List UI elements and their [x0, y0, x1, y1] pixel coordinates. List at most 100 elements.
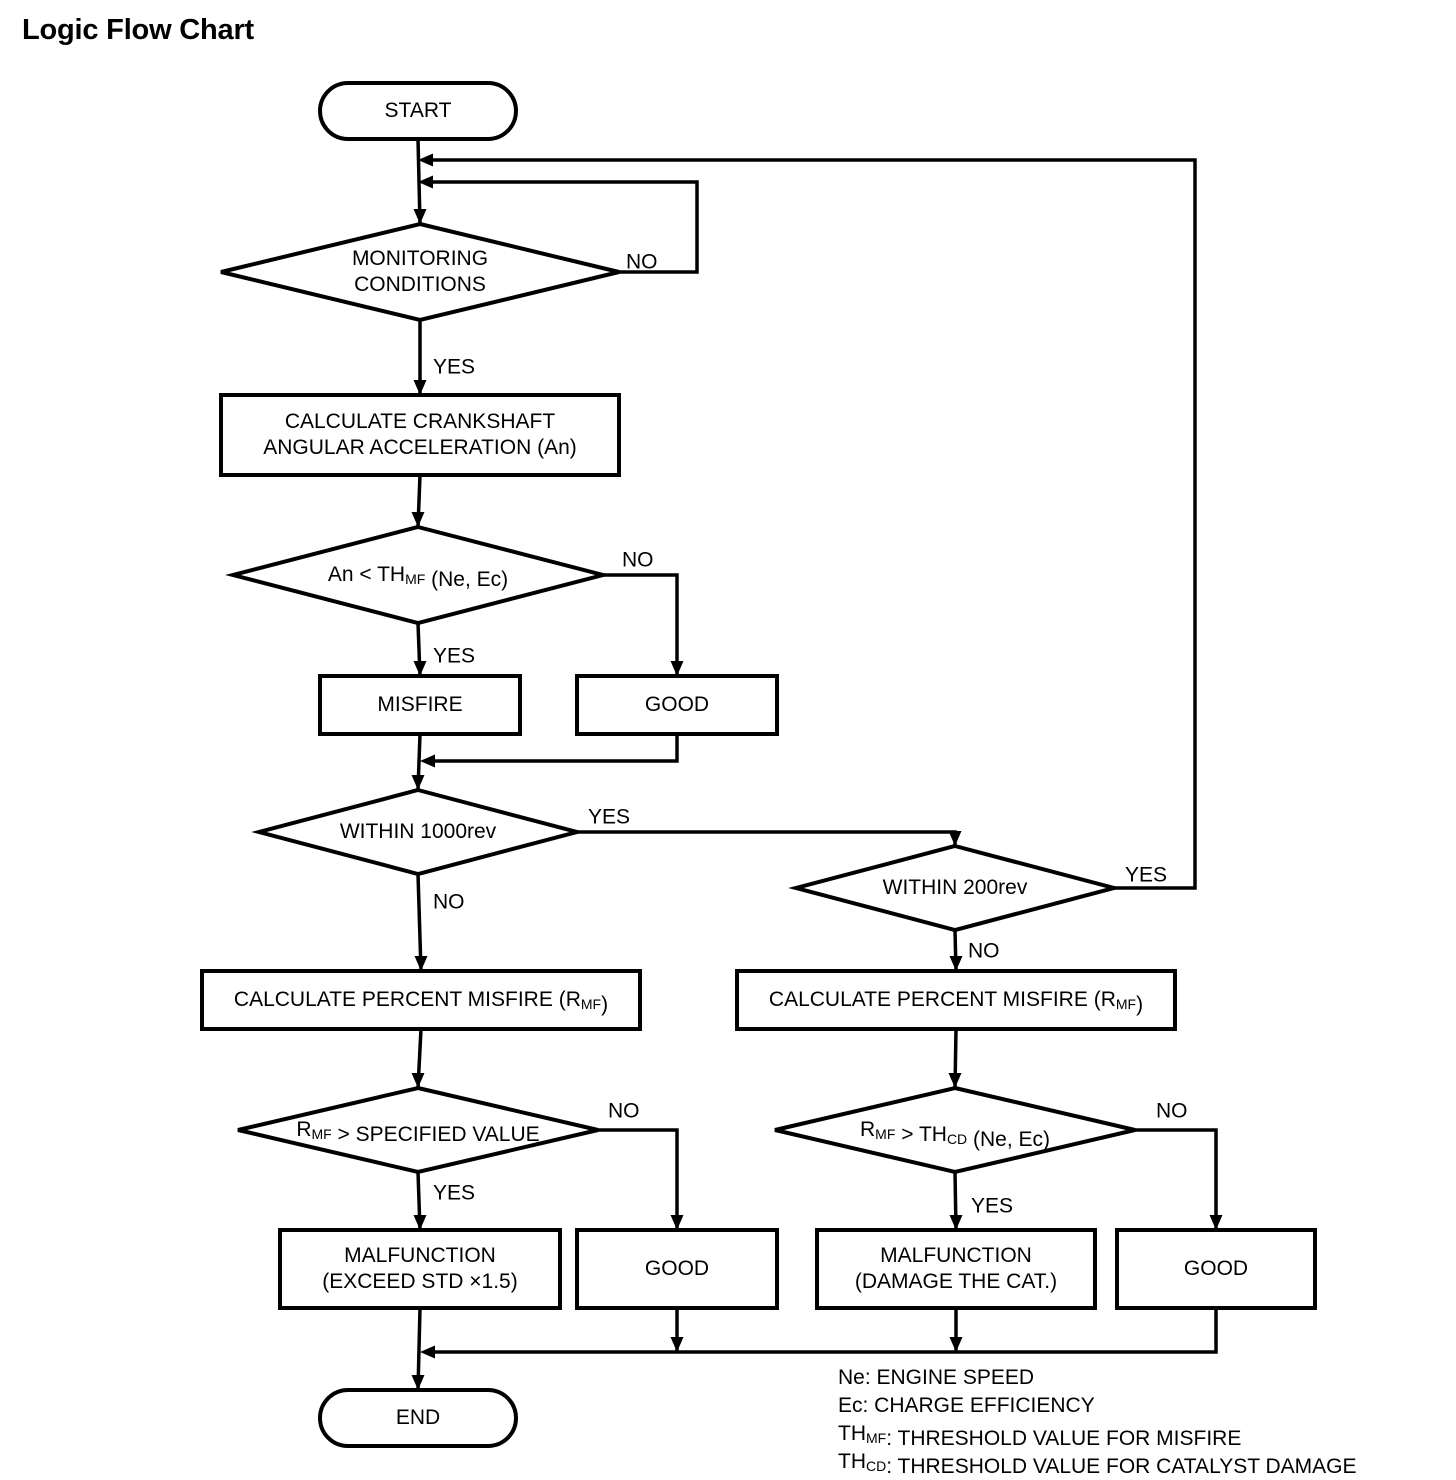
edge-within200-yes-return	[426, 158, 1197, 890]
process-shape	[815, 1228, 1097, 1310]
terminator-shape	[318, 81, 518, 141]
arrowhead-down	[411, 1375, 425, 1390]
arrowhead-down	[413, 380, 427, 395]
edge-rmfthcd-no-good	[1135, 1128, 1218, 1230]
flow-node-label: END	[396, 1406, 440, 1429]
flow-node-good_3: GOOD	[1115, 1228, 1317, 1310]
edge-label-rmfthcd-yes: YES	[971, 1195, 1013, 1218]
flow-node-malf_std: MALFUNCTION (EXCEED STD ×1.5)	[278, 1228, 562, 1310]
arrowhead-down	[670, 1337, 684, 1352]
arrowhead-down	[411, 512, 425, 527]
decision-shape	[225, 524, 611, 626]
flow-node-within_200: WITHIN 200rev	[788, 843, 1122, 933]
edge-good3-to-bus	[428, 1308, 1218, 1354]
arrowhead-down	[413, 661, 427, 676]
arrowhead-down	[411, 775, 425, 790]
flow-node-rmf_spec: RMF > SPECIFIED VALUE	[237, 1085, 599, 1175]
flow-node-calc_pct_r: CALCULATE PERCENT MISFIRE (RMF)	[735, 969, 1177, 1031]
edge-anth-no-good	[603, 573, 679, 676]
flow-node-label: GOOD	[645, 693, 709, 716]
process-shape	[278, 1228, 562, 1310]
flow-node-label: CALCULATE PERCENT MISFIRE (RMF)	[234, 988, 608, 1016]
decision-shape	[251, 787, 585, 877]
decision-shape	[237, 1085, 599, 1175]
arrowhead-down	[411, 1073, 425, 1088]
edge-label-mon-yes: YES	[433, 356, 475, 379]
flow-node-end: END	[318, 1388, 518, 1448]
page-title: Logic Flow Chart	[22, 14, 255, 46]
flow-node-label: An < THMF (Ne, Ec)	[328, 563, 508, 591]
arrowhead-down	[670, 1215, 684, 1230]
flow-node-rmf_thcd: RMF > THCD (Ne, Ec)	[774, 1085, 1136, 1175]
edge-label-rmfthcd-no: NO	[1156, 1100, 1188, 1123]
flow-node-misfire: MISFIRE	[318, 674, 522, 736]
process-shape	[735, 969, 1177, 1031]
arrowhead-left	[418, 175, 433, 189]
edge-label-w1000-no: NO	[433, 891, 465, 914]
flow-node-label: RMF > THCD (Ne, Ec)	[860, 1118, 1050, 1151]
flow-node-label: CALCULATE CRANKSHAFT	[285, 410, 555, 433]
legend-line-0: Ne: ENGINE SPEED	[838, 1366, 1034, 1389]
terminator-shape	[318, 1388, 518, 1448]
flow-node-label: MALFUNCTION	[880, 1244, 1032, 1267]
edge-within1000-no	[416, 873, 423, 972]
arrowhead-down	[413, 1215, 427, 1230]
edge-label-rmfspec-no: NO	[608, 1100, 640, 1123]
flow-node-start: START	[318, 81, 518, 141]
flow-node-within_1000: WITHIN 1000rev	[251, 787, 585, 877]
arrowhead-down	[948, 831, 962, 846]
arrowhead-left	[418, 153, 433, 167]
edge-label-rmfspec-yes: YES	[433, 1182, 475, 1205]
arrowhead-down	[1209, 1215, 1223, 1230]
arrowhead-left	[420, 1345, 435, 1359]
legend-line-3: THCD: THRESHOLD VALUE FOR CATALYST DAMAG…	[838, 1450, 1357, 1478]
flow-node-label: MALFUNCTION	[344, 1244, 496, 1267]
flow-edge-labels: NO YES NO YES YES NO YES NO NO YES NO YES	[433, 251, 1188, 1218]
flow-node-calc_pct_l: CALCULATE PERCENT MISFIRE (RMF)	[200, 969, 642, 1031]
flow-node-label: (DAMAGE THE CAT.)	[855, 1270, 1057, 1293]
edge-good1-join	[428, 734, 679, 763]
decision-shape	[774, 1085, 1136, 1175]
edge-label-w200-no: NO	[968, 940, 1000, 963]
arrowhead-down	[949, 956, 963, 971]
flow-node-good_1: GOOD	[575, 674, 779, 736]
flow-node-label: GOOD	[645, 1257, 709, 1280]
decision-shape	[220, 221, 620, 323]
edge-label-mon-no: NO	[626, 251, 658, 274]
arrowhead-down	[949, 1337, 963, 1352]
arrowhead-down	[670, 661, 684, 676]
process-shape	[318, 674, 522, 736]
legend: Ne: ENGINE SPEED Ec: CHARGE EFFICIENCY THM…	[838, 1366, 1357, 1478]
arrowhead-down	[413, 209, 427, 224]
edge-label-w1000-yes: YES	[588, 806, 630, 829]
process-shape	[200, 969, 642, 1031]
edge-rmfspec-no-good	[598, 1128, 679, 1230]
edge-label-anth-yes: YES	[433, 645, 475, 668]
flow-node-label: MONITORING	[352, 247, 488, 270]
arrowhead-down	[414, 956, 428, 971]
flow-edges	[411, 138, 1223, 1391]
process-shape	[575, 1228, 779, 1310]
edge-within1000-yes	[577, 830, 957, 846]
flow-node-label: CALCULATE PERCENT MISFIRE (RMF)	[769, 988, 1143, 1016]
process-shape	[575, 674, 779, 736]
flow-node-malf_cat: MALFUNCTION (DAMAGE THE CAT.)	[815, 1228, 1097, 1310]
legend-line-1: Ec: CHARGE EFFICIENCY	[838, 1394, 1095, 1417]
flow-node-label: GOOD	[1184, 1257, 1248, 1280]
flow-node-an_th: An < THMF (Ne, Ec)	[225, 524, 611, 626]
legend-line-2: THMF: THRESHOLD VALUE FOR MISFIRE	[838, 1422, 1241, 1450]
process-shape	[1115, 1228, 1317, 1310]
flow-node-label: RMF > SPECIFIED VALUE	[296, 1118, 539, 1146]
flow-node-label: WITHIN 1000rev	[340, 820, 497, 843]
flow-node-label: MISFIRE	[377, 693, 462, 716]
flow-node-good_2: GOOD	[575, 1228, 779, 1310]
process-shape	[219, 393, 621, 477]
decision-shape	[788, 843, 1122, 933]
flow-node-label: (EXCEED STD ×1.5)	[322, 1270, 517, 1293]
flow-node-label: START	[385, 99, 452, 122]
edge-label-w200-yes: YES	[1125, 864, 1167, 887]
edge-label-anth-no: NO	[622, 549, 654, 572]
